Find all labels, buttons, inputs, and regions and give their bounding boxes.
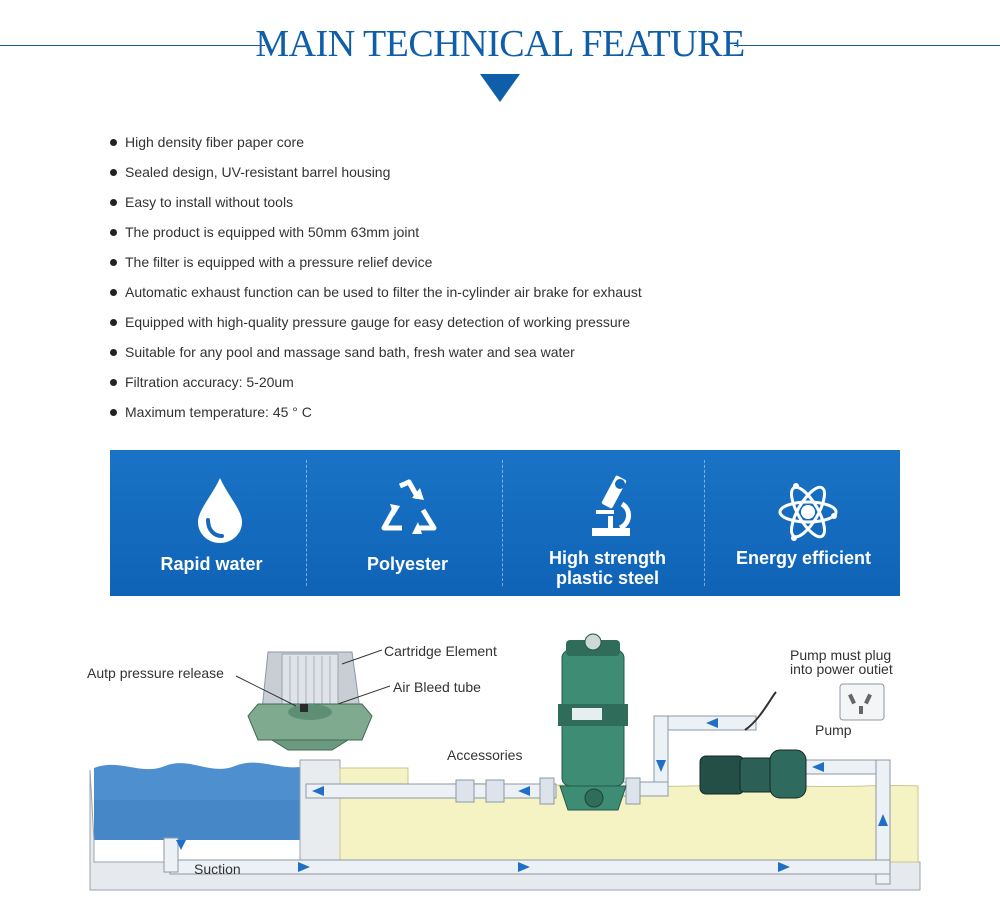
highlight-divider bbox=[502, 460, 503, 586]
recycle-icon bbox=[381, 479, 437, 534]
bullet-icon bbox=[110, 259, 117, 266]
highlight-label-line1: High strength bbox=[549, 548, 666, 568]
feature-item: The product is equipped with 50mm 63mm j… bbox=[108, 220, 642, 250]
highlights-band: Rapid water Polyester High strength pl bbox=[110, 450, 900, 596]
bullet-icon bbox=[110, 319, 117, 326]
highlight-divider bbox=[306, 460, 307, 586]
header-rule-left bbox=[0, 45, 265, 46]
feature-item: Maximum temperature: 45 ° C bbox=[108, 400, 642, 430]
highlight-high-strength: High strength plastic steel bbox=[510, 450, 705, 596]
bullet-icon bbox=[110, 199, 117, 206]
atom-icon bbox=[778, 483, 838, 541]
label-pump-plug-line1: Pump must plug bbox=[790, 647, 892, 663]
bullet-icon bbox=[110, 169, 117, 176]
pump-unit bbox=[699, 691, 807, 799]
feature-item: Automatic exhaust function can be used t… bbox=[108, 280, 642, 310]
page-title: MAIN TECHNICAL FEATURE bbox=[255, 23, 745, 65]
power-outlet-icon bbox=[839, 683, 885, 721]
highlight-label: Polyester bbox=[366, 554, 449, 574]
label-suction: Suction bbox=[194, 861, 241, 877]
highlight-rapid-water: Rapid water bbox=[114, 450, 309, 596]
highlight-label: Rapid water bbox=[160, 554, 263, 574]
label-auto-pressure-release: Autp pressure release bbox=[87, 665, 224, 681]
label-accessories: Accessories bbox=[447, 747, 523, 763]
bullet-icon bbox=[110, 379, 117, 386]
bullet-icon bbox=[110, 349, 117, 356]
installation-diagram bbox=[89, 633, 921, 891]
water-drop-icon bbox=[198, 478, 242, 543]
bullet-icon bbox=[110, 289, 117, 296]
highlight-energy-efficient: Energy efficient bbox=[706, 450, 901, 596]
feature-item: Sealed design, UV-resistant barrel housi… bbox=[108, 160, 642, 190]
label-pump: Pump bbox=[815, 722, 852, 738]
microscope-icon bbox=[592, 475, 631, 536]
feature-item: Equipped with high-quality pressure gaug… bbox=[108, 310, 642, 340]
label-pump-plug-line2: into power outiet bbox=[790, 661, 893, 677]
feature-item: High density fiber paper core bbox=[108, 130, 642, 160]
feature-item: Filtration accuracy: 5-20um bbox=[108, 370, 642, 400]
chevron-down-icon bbox=[480, 74, 520, 102]
bullet-icon bbox=[110, 229, 117, 236]
feature-item: Suitable for any pool and massage sand b… bbox=[108, 340, 642, 370]
highlight-divider bbox=[704, 460, 705, 586]
cartridge-detail-inset bbox=[247, 651, 373, 751]
feature-list: High density fiber paper core Sealed des… bbox=[108, 130, 642, 430]
bullet-icon bbox=[110, 409, 117, 416]
header-rule-right bbox=[734, 45, 1000, 46]
highlight-polyester: Polyester bbox=[310, 450, 505, 596]
feature-item: Easy to install without tools bbox=[108, 190, 642, 220]
cartridge-filter-tank bbox=[558, 633, 628, 811]
highlight-label-line2: plastic steel bbox=[555, 568, 660, 588]
highlight-label: Energy efficient bbox=[735, 548, 872, 568]
feature-item: The filter is equipped with a pressure r… bbox=[108, 250, 642, 280]
label-air-bleed-tube: Air Bleed tube bbox=[393, 679, 481, 695]
bullet-icon bbox=[110, 139, 117, 146]
label-cartridge-element: Cartridge Element bbox=[384, 643, 497, 659]
